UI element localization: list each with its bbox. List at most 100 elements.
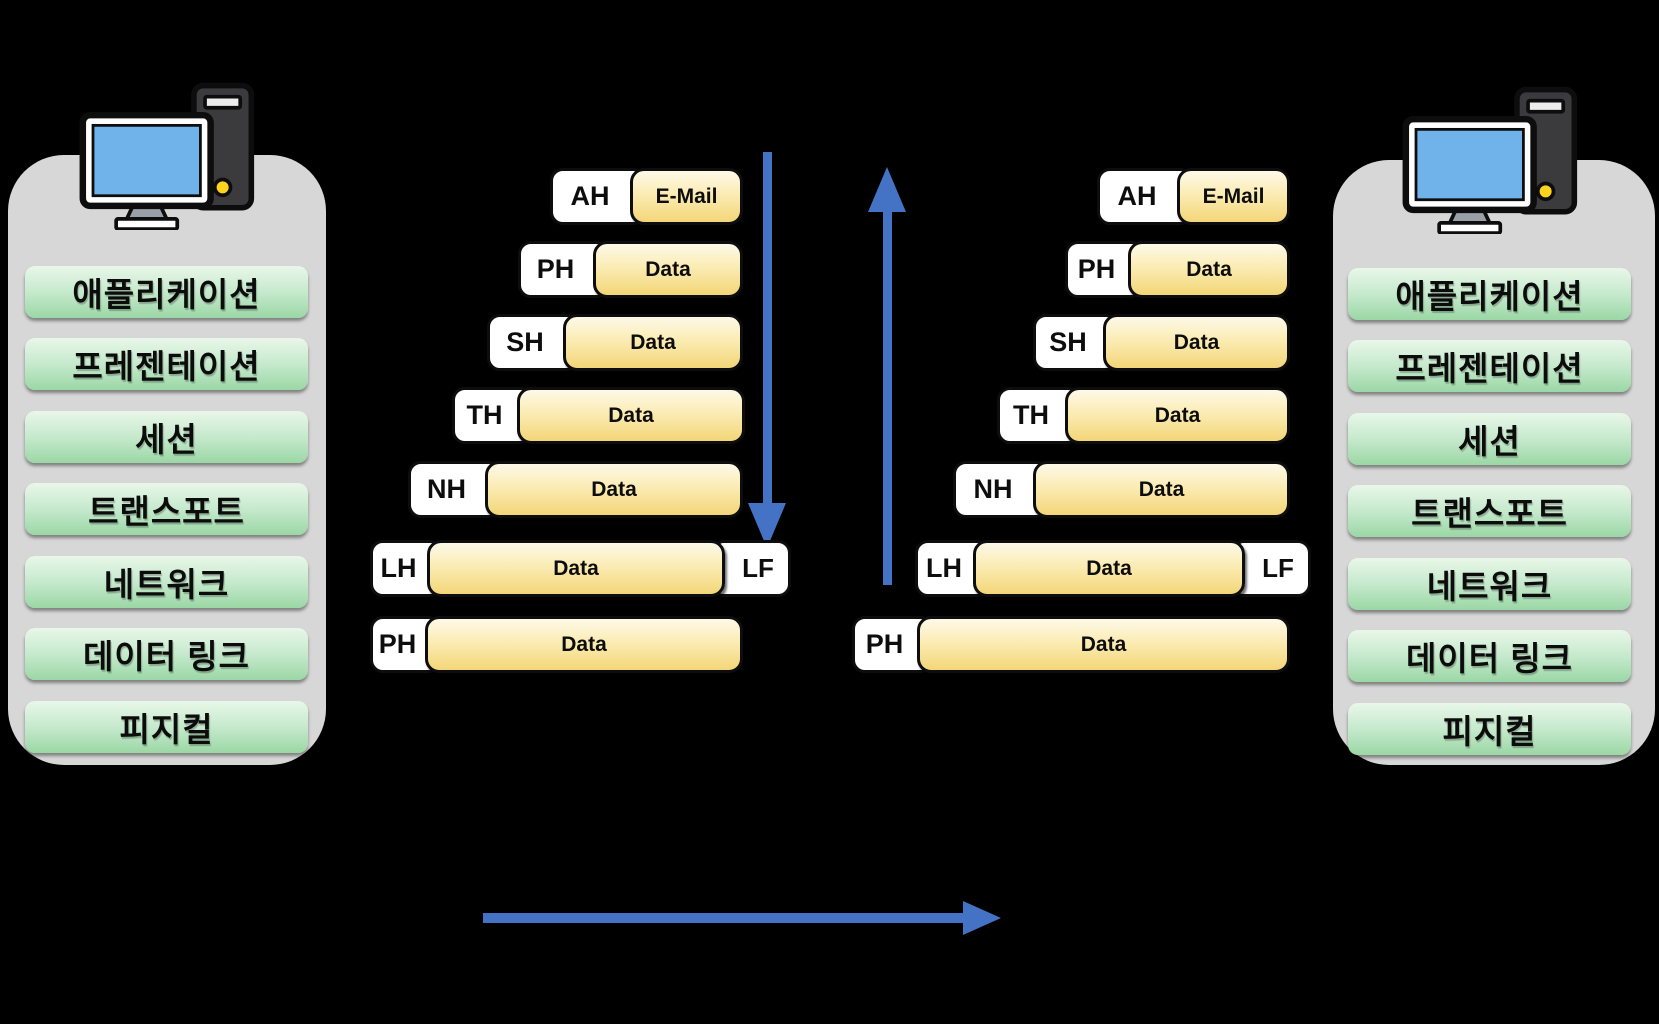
header-label: PH: [865, 629, 904, 659]
down-arrow-line: [763, 152, 772, 504]
data-label: Data: [1080, 632, 1127, 656]
encapsulation-row: AH E-Mail: [550, 168, 743, 225]
osi-layer-label: 프레젠테이션: [1395, 350, 1584, 387]
header-label: SH: [1049, 327, 1087, 357]
encapsulation-row: SH Data: [1033, 314, 1290, 371]
osi-layer-presentation: 프레젠테이션: [25, 338, 308, 390]
osi-layer-label: 네트워크: [1426, 568, 1553, 605]
header-label: LH: [926, 553, 962, 583]
data-box: Data: [593, 241, 743, 298]
header-label: LH: [380, 553, 417, 583]
osi-layer-label: 데이터 링크: [83, 638, 250, 675]
data-box: Data: [1128, 241, 1290, 298]
osi-layer-presentation: 프레젠테이션: [1348, 340, 1631, 392]
data-box: Data: [973, 540, 1245, 597]
header-box: PH: [852, 616, 933, 673]
data-box: Data: [485, 461, 743, 518]
monitor-screen: [91, 123, 202, 198]
data-label: Data: [1138, 477, 1185, 501]
osi-layer-label: 애플리케이션: [72, 276, 261, 313]
header-label: PH: [1077, 254, 1116, 284]
monitor-screen: [1414, 127, 1525, 202]
data-label: E-Mail: [1202, 184, 1265, 208]
header-label: NH: [973, 474, 1013, 504]
monitor-base: [114, 217, 180, 230]
osi-layer-datalink: 데이터 링크: [25, 628, 308, 680]
transmission-arrow-line: [483, 913, 965, 923]
data-label: Data: [553, 556, 599, 580]
osi-layer-label: 세션: [135, 421, 198, 458]
osi-layer-label: 프레젠테이션: [72, 348, 261, 385]
encapsulation-row: PH Data: [852, 616, 1290, 673]
monitor-base: [1437, 221, 1503, 234]
osi-layer-transport: 트랜스포트: [25, 483, 308, 535]
osi-layer-label: 세션: [1458, 423, 1521, 460]
header-label: TH: [466, 400, 503, 430]
data-box: E-Mail: [630, 168, 743, 225]
data-box: Data: [425, 616, 743, 673]
header-label: PH: [536, 254, 575, 284]
desktop-computer-icon: [1402, 86, 1578, 234]
header-label: NH: [427, 474, 466, 504]
encapsulation-row: TH Data: [452, 387, 745, 444]
osi-layer-label: 네트워크: [103, 566, 230, 603]
encapsulation-row: PH Data: [518, 241, 743, 298]
osi-layer-label: 피지컬: [119, 711, 214, 748]
osi-layer-physical: 피지컬: [1348, 703, 1631, 755]
encapsulation-row: LH Data LF: [915, 540, 1311, 597]
encapsulation-row: PH Data: [1065, 241, 1290, 298]
header-label: SH: [506, 327, 544, 357]
osi-layer-network: 네트워크: [1348, 558, 1631, 610]
data-label: Data: [1086, 556, 1132, 580]
osi-layer-datalink: 데이터 링크: [1348, 630, 1631, 682]
header-label: TH: [1013, 400, 1049, 430]
osi-layer-transport: 트랜스포트: [1348, 485, 1631, 537]
data-box: Data: [917, 616, 1290, 673]
data-box: Data: [427, 540, 725, 597]
osi-layer-physical: 피지컬: [25, 701, 308, 753]
encapsulation-row: NH Data: [408, 461, 743, 518]
up-arrow-icon: [868, 167, 906, 212]
trailer-label: LF: [1262, 553, 1294, 583]
osi-layer-network: 네트워크: [25, 556, 308, 608]
osi-layer-label: 피지컬: [1442, 713, 1537, 750]
osi-layer-application: 애플리케이션: [1348, 268, 1631, 320]
data-box: Data: [1033, 461, 1290, 518]
osi-layer-label: 데이터 링크: [1406, 640, 1573, 677]
data-box: E-Mail: [1177, 168, 1290, 225]
data-label: Data: [1186, 257, 1232, 281]
header-label: PH: [378, 629, 417, 659]
header-label: AH: [1117, 181, 1157, 211]
data-label: Data: [1173, 330, 1220, 354]
encapsulation-row: AH E-Mail: [1097, 168, 1290, 225]
trailer-box: LF: [711, 540, 791, 597]
data-label: E-Mail: [655, 184, 718, 208]
osi-layer-session: 세션: [25, 411, 308, 463]
osi-layer-application: 애플리케이션: [25, 266, 308, 318]
data-label: Data: [645, 257, 691, 281]
data-label: Data: [561, 632, 607, 656]
vent-slot: [203, 94, 243, 110]
encapsulation-row: SH Data: [487, 314, 743, 371]
encapsulation-row: PH Data: [370, 616, 743, 673]
header-box: LH: [370, 540, 443, 597]
up-arrow-line: [883, 211, 892, 585]
vent-slot: [1526, 98, 1566, 114]
right-arrow-icon: [963, 901, 1001, 935]
encapsulation-row: LH Data LF: [370, 540, 791, 597]
power-button: [1535, 181, 1556, 202]
data-box: Data: [1065, 387, 1290, 444]
data-box: Data: [1103, 314, 1290, 371]
data-label: Data: [591, 477, 637, 501]
data-box: Data: [517, 387, 745, 444]
data-box: Data: [563, 314, 743, 371]
header-label: AH: [570, 181, 610, 211]
data-label: Data: [1154, 403, 1201, 427]
desktop-computer-icon: [79, 82, 255, 230]
encapsulation-row: TH Data: [997, 387, 1290, 444]
osi-layer-label: 트랜스포트: [1411, 495, 1568, 532]
osi-layer-label: 트랜스포트: [88, 493, 245, 530]
power-button: [212, 177, 233, 198]
data-label: Data: [608, 403, 654, 427]
